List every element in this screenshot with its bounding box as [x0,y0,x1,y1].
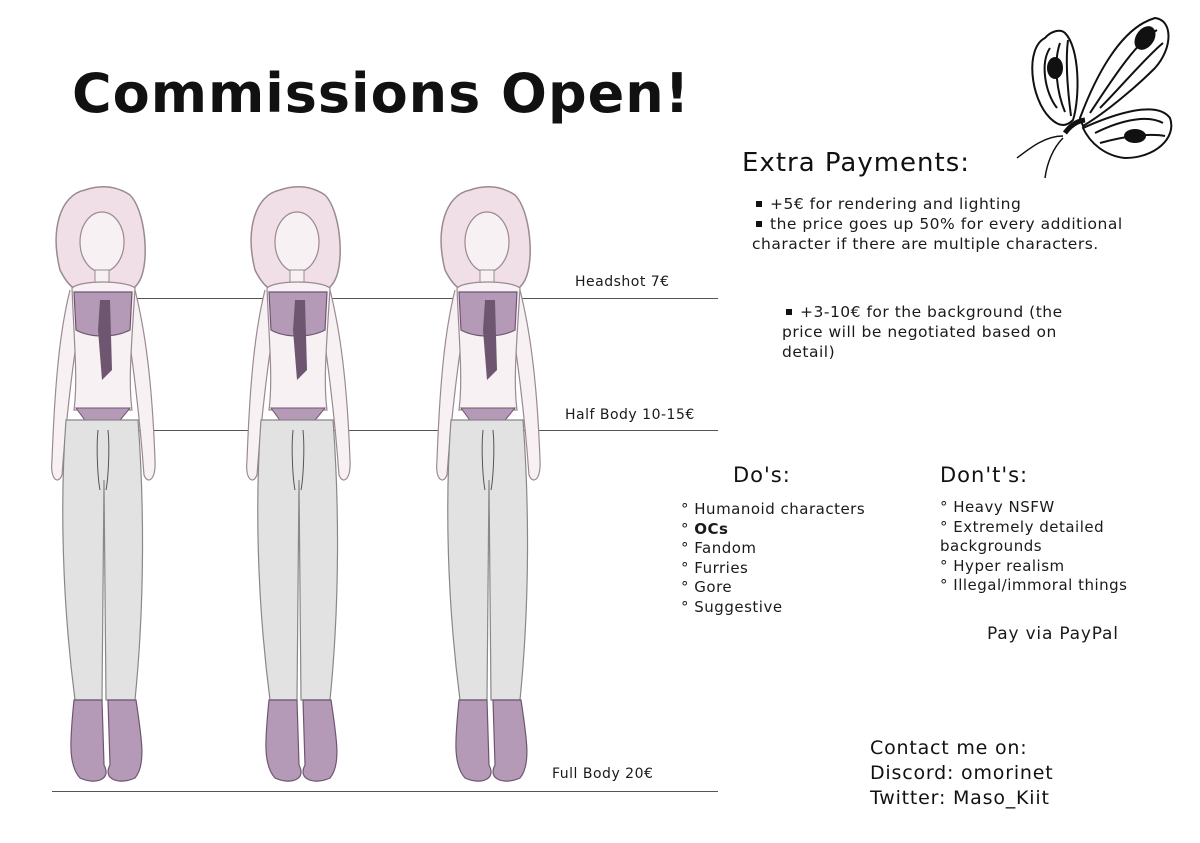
full-body-line [52,791,718,792]
payment-note: Pay via PayPal [987,624,1119,644]
list-item: ° Illegal/immoral things [940,576,1128,594]
dos-list: ° Humanoid characters ° OCs ° Fandom ° F… [681,500,911,617]
character-reference-illustration [50,185,541,782]
list-item: ° Furries [681,558,749,577]
half-body-price: Half Body 10-15€ [565,407,695,423]
donts-heading: Don't's: [940,463,1029,487]
bullet-square-icon [756,220,762,227]
extra-payment-item: +5€ for rendering and lighting [752,194,1152,214]
half-body-line [64,430,718,431]
extra-payment-item: the price goes up 50% for every addition… [752,215,1123,253]
list-item: ° Fandom [681,539,757,557]
list-item: ° OCs [681,519,729,538]
dos-heading: Do's: [733,463,791,487]
bullet-square-icon [786,308,792,315]
butterfly-icon [1016,16,1173,179]
extra-payments-heading: Extra Payments: [742,148,971,178]
headshot-price: Headshot 7€ [575,274,670,290]
page-title: Commissions Open! [72,62,691,125]
list-item: ° Hyper realism [940,556,1065,575]
contact-discord: Discord: omorinet [870,762,1054,784]
donts-list: ° Heavy NSFW ° Extremely detailed backgr… [940,498,1175,596]
character-side-view [435,185,541,782]
bullet-square-icon [756,200,762,207]
contact-heading: Contact me on: [870,737,1028,759]
contact-twitter: Twitter: Maso_Kiit [870,787,1050,809]
contact-block: Contact me on: Discord: omorinet Twitter… [870,736,1054,811]
extra-payment-item: +3-10€ for the background (the price wil… [782,303,1063,361]
headshot-line [70,298,718,299]
full-body-price: Full Body 20€ [552,766,654,782]
list-item: ° Gore [681,578,733,596]
list-item: ° Heavy NSFW [940,498,1055,516]
list-item: ° Extremely detailed backgrounds [940,517,1105,556]
list-item: ° Suggestive [681,597,783,616]
character-three-quarter-view [245,185,351,782]
character-front-view [50,185,156,782]
list-item: ° Humanoid characters [681,500,866,518]
